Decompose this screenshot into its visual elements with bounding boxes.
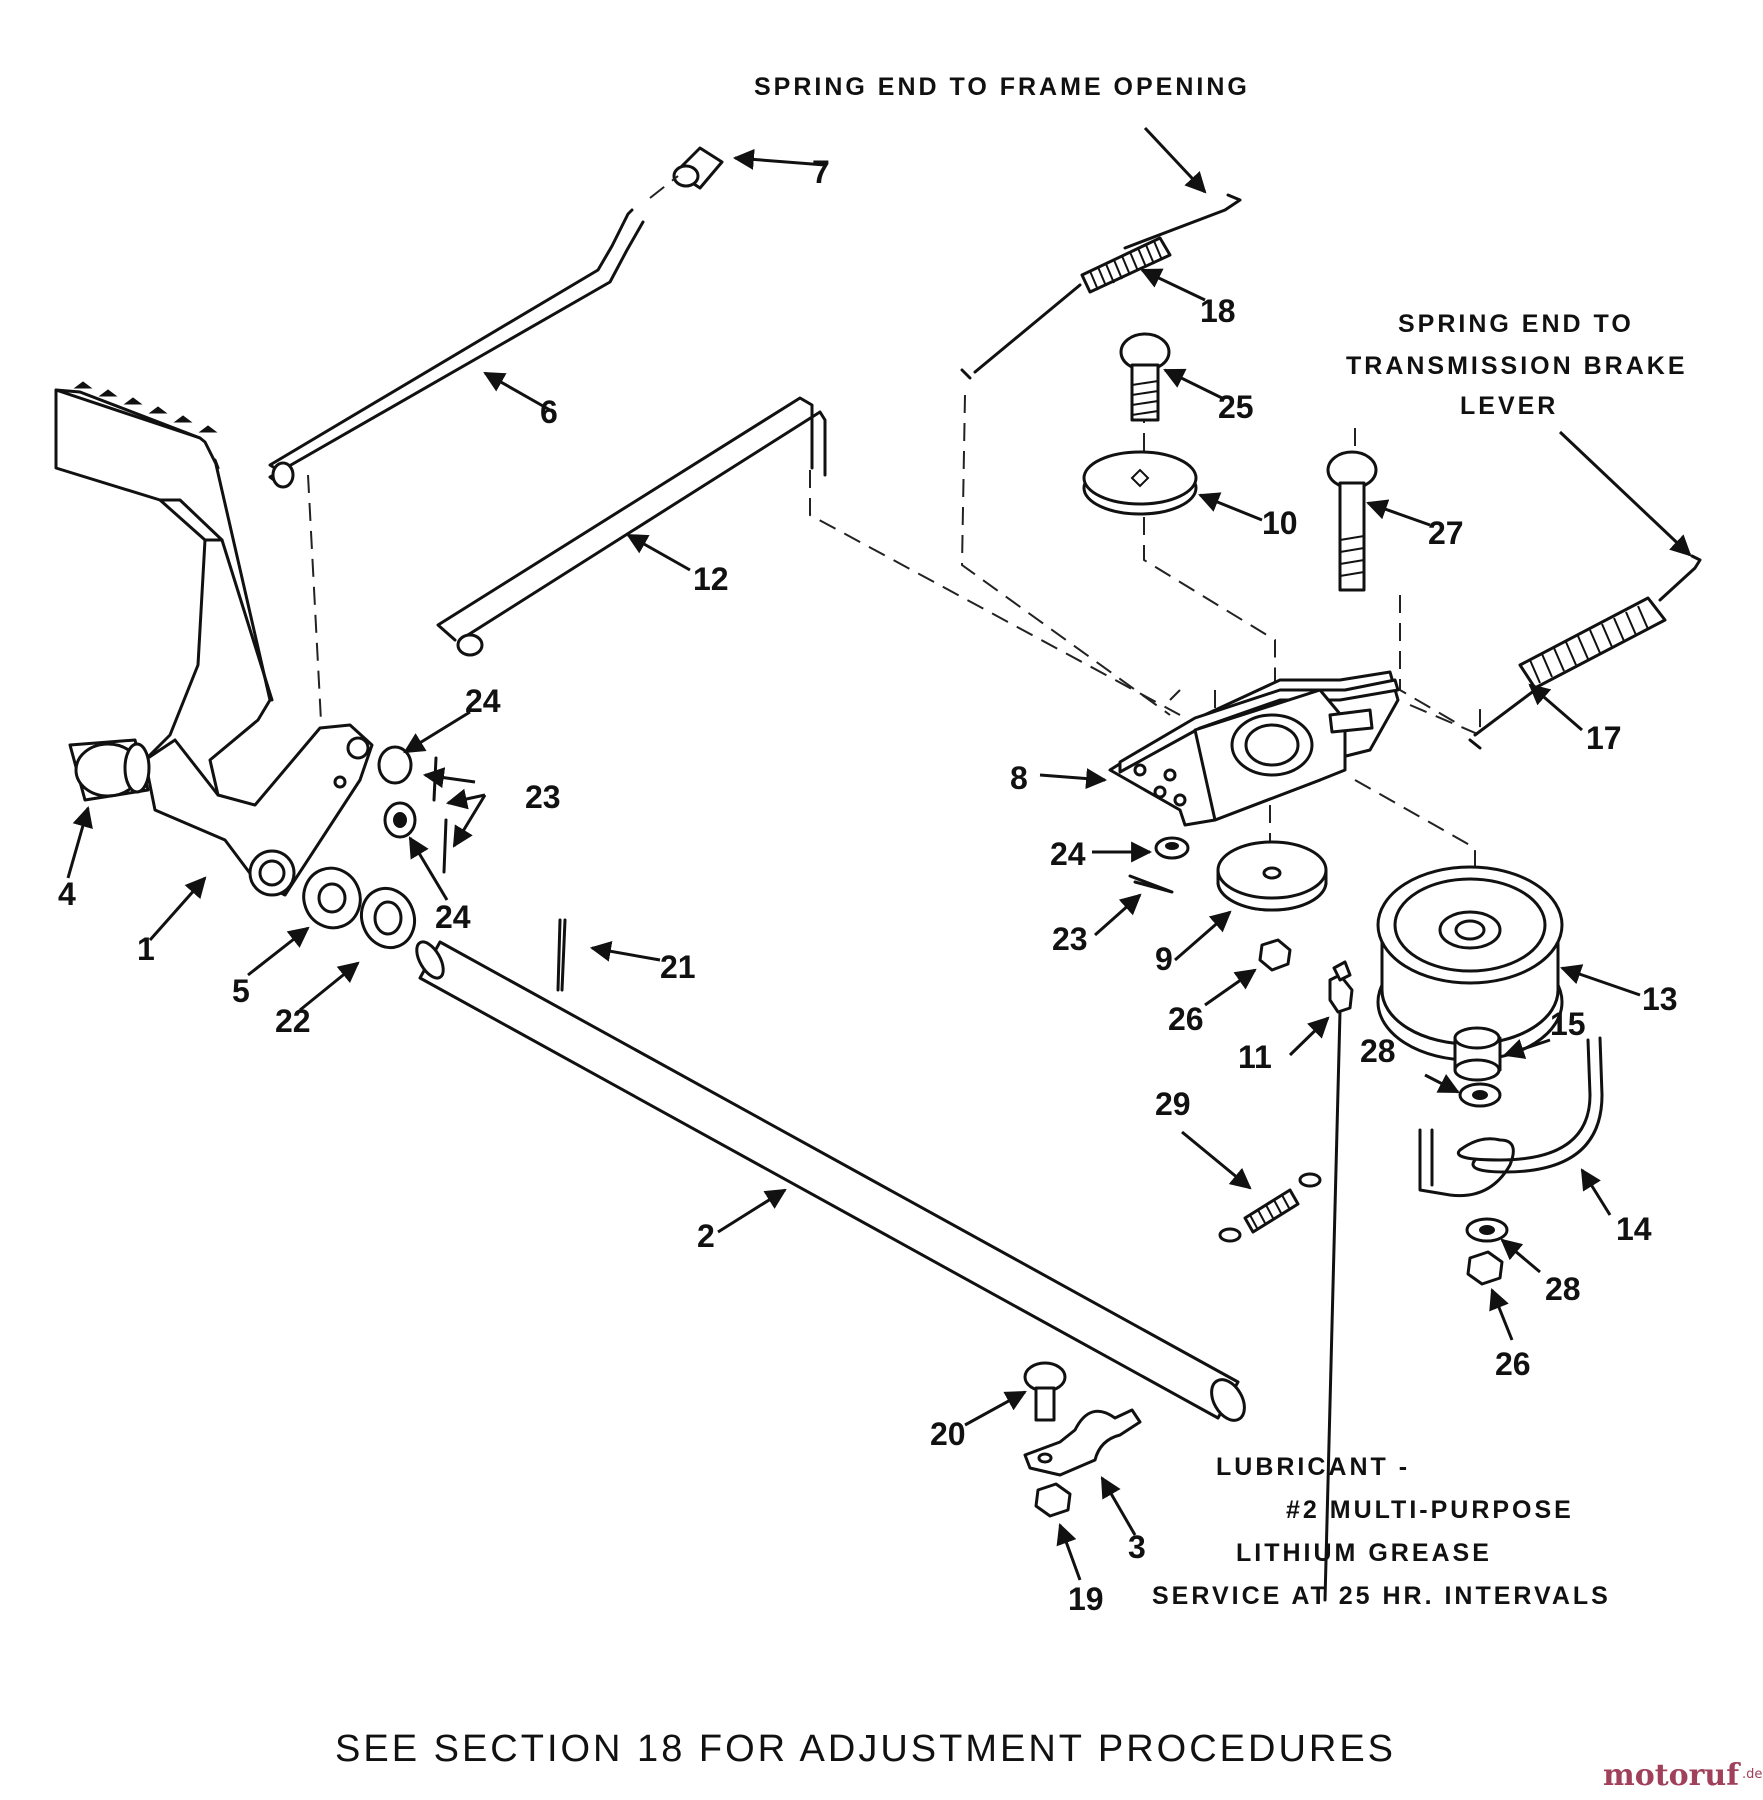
nut-26-upper [1258, 938, 1292, 972]
note-spring-frame: SPRING END TO FRAME OPENING [754, 73, 1250, 101]
note-lubricant-line3: LITHIUM GREASE [1236, 1539, 1492, 1567]
watermark-logo: motoruf [1603, 1758, 1741, 1793]
callout-20: 20 [930, 1416, 966, 1452]
callout-18: 18 [1200, 293, 1236, 329]
note-lubricant-line4: SERVICE AT 25 HR. INTERVALS [1152, 1582, 1611, 1610]
carriage-bolt-27 [1326, 450, 1378, 592]
nut-26-lower [1466, 1250, 1504, 1286]
watermark-suffix: .de [1742, 1767, 1762, 1782]
idler-pulley-13 [1376, 865, 1564, 1062]
spring-17 [1468, 554, 1702, 750]
callout-25: 25 [1218, 389, 1254, 425]
brake-pedal [54, 381, 374, 897]
callout-1: 1 [137, 931, 155, 967]
washer-28-upper [1458, 1082, 1502, 1108]
callout-2: 2 [697, 1218, 715, 1254]
callout-21: 21 [660, 949, 696, 985]
assembly-dashed-lines [307, 394, 1481, 930]
callout-11: 11 [1238, 1039, 1272, 1075]
idler-bracket-8 [1108, 670, 1400, 827]
callout-17: 17 [1586, 720, 1622, 756]
grease-fitting-11 [1323, 960, 1354, 1602]
callout-28-upper: 28 [1360, 1033, 1396, 1069]
spring-29 [1218, 1172, 1322, 1243]
callout-9: 9 [1155, 941, 1173, 977]
note-lubricant-line1: LUBRICANT - [1216, 1453, 1410, 1481]
brake-rod-6 [268, 208, 645, 489]
callout-24-bottom: 24 [435, 899, 471, 935]
callout-5: 5 [232, 973, 250, 1009]
washers-cotter-pins-left [377, 745, 448, 874]
note-spring-brake-line2: TRANSMISSION BRAKE [1346, 352, 1688, 380]
nut-19 [1034, 1482, 1072, 1518]
washer-pin-right [1128, 836, 1190, 894]
callout-10: 10 [1262, 505, 1298, 541]
washer-10 [1082, 450, 1198, 516]
callout-26-upper: 26 [1168, 1001, 1204, 1037]
spring-18 [960, 193, 1242, 380]
footer-adjustment-note: SEE SECTION 18 FOR ADJUSTMENT PROCEDURES [335, 1728, 1396, 1770]
washer-9 [1216, 840, 1328, 912]
callout-29: 29 [1155, 1086, 1191, 1122]
washer-28-lower [1465, 1217, 1509, 1243]
note-spring-brake-line3: LEVER [1460, 392, 1558, 420]
callout-6: 6 [540, 394, 558, 430]
callout-14: 14 [1616, 1211, 1652, 1247]
callout-8: 8 [1010, 760, 1028, 796]
pedal-bushing [68, 738, 151, 802]
callout-23-right: 23 [1052, 921, 1088, 957]
callout-22: 22 [275, 1003, 311, 1039]
callout-numbers: 7 6 12 18 25 10 27 17 8 24 23 9 26 11 13… [58, 154, 1678, 1617]
callout-26-lower: 26 [1495, 1346, 1531, 1382]
callout-4: 4 [58, 876, 76, 912]
callout-24-right: 24 [1050, 836, 1086, 872]
note-lubricant-line2: #2 MULTI-PURPOSE [1286, 1496, 1574, 1524]
callout-12: 12 [693, 561, 729, 597]
clamp-3 [1023, 1408, 1142, 1477]
callout-15: 15 [1550, 1006, 1586, 1042]
leader-arrows [66, 126, 1692, 1581]
carriage-bolt-25 [1119, 332, 1171, 422]
bracket-14 [1418, 1036, 1604, 1198]
cotter-pin-21 [556, 918, 567, 992]
carriage-bolt-20 [1023, 1361, 1067, 1422]
note-spring-brake-line1: SPRING END TO [1398, 310, 1634, 338]
callout-7: 7 [812, 154, 830, 190]
brake-rod-12 [436, 396, 827, 657]
washers-5-22 [302, 866, 416, 950]
callout-24-top: 24 [465, 683, 501, 719]
rod-cap-7 [649, 146, 724, 199]
bushing-15 [1453, 1026, 1502, 1082]
callout-27: 27 [1428, 515, 1464, 551]
callout-19: 19 [1068, 1581, 1104, 1617]
callout-3: 3 [1128, 1529, 1146, 1565]
callout-28-lower: 28 [1545, 1271, 1581, 1307]
callout-23-left: 23 [525, 779, 561, 815]
cross-shaft-tube [415, 940, 1246, 1422]
callout-13: 13 [1642, 981, 1678, 1017]
